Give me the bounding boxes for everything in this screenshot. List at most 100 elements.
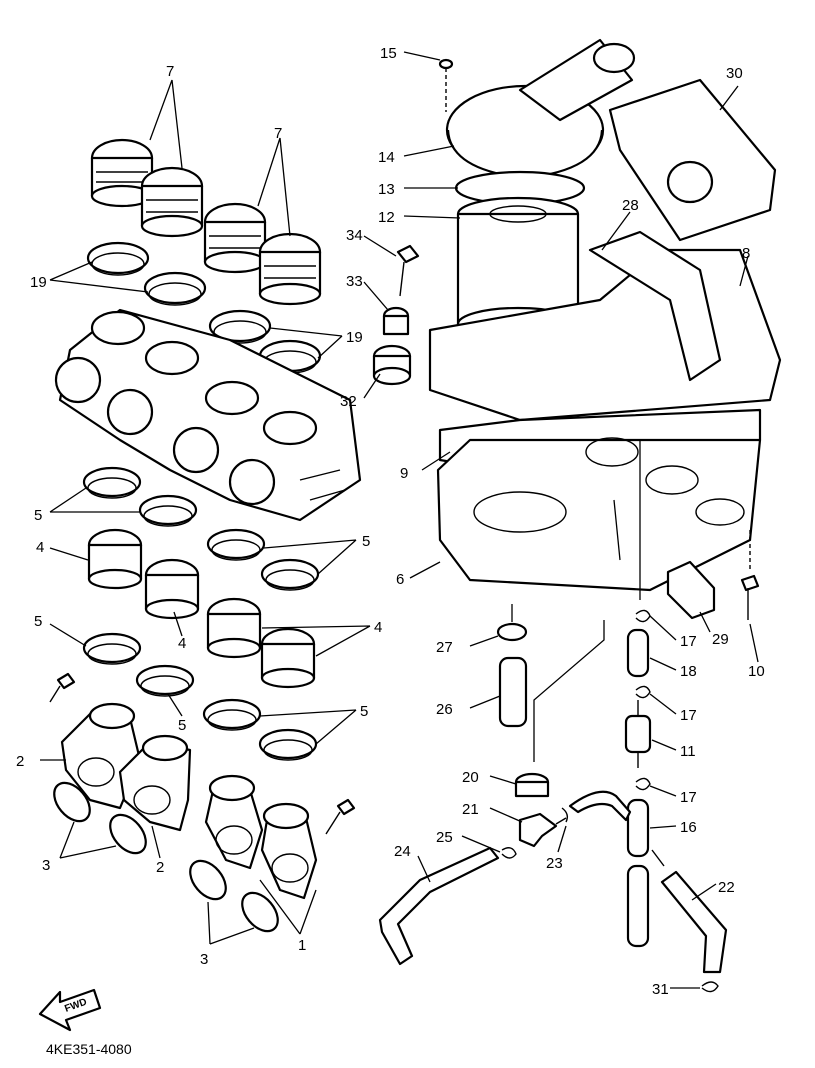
damper <box>666 560 716 620</box>
callout-9: 9 <box>400 465 408 482</box>
air-filter-cap <box>445 38 636 180</box>
callout-5: 5 <box>178 717 186 734</box>
callout-34: 34 <box>346 227 363 244</box>
callout-2: 2 <box>156 859 164 876</box>
callout-4: 4 <box>36 539 44 556</box>
callout-2: 2 <box>16 753 24 770</box>
callout-5: 5 <box>362 533 370 550</box>
carburetor-joint <box>144 558 200 620</box>
callout-12: 12 <box>378 209 395 226</box>
carburetor-joint <box>87 528 143 590</box>
callout-3: 3 <box>42 857 50 874</box>
callout-10: 10 <box>748 663 765 680</box>
callout-33: 33 <box>346 273 363 290</box>
callout-3: 3 <box>200 951 208 968</box>
hose <box>626 628 650 678</box>
callout-13: 13 <box>378 181 395 198</box>
carburetor-joint <box>260 627 316 689</box>
intake-manifold <box>60 702 142 810</box>
callout-1: 1 <box>298 937 306 954</box>
hose-clamp <box>258 728 318 761</box>
clip <box>496 622 528 642</box>
clip <box>501 847 517 859</box>
leader-lines <box>40 51 759 989</box>
callout-23: 23 <box>546 855 563 872</box>
callout-4: 4 <box>178 635 186 652</box>
plug <box>514 772 550 798</box>
clip <box>561 807 569 823</box>
callout-20: 20 <box>462 769 479 786</box>
callout-4: 4 <box>374 619 382 636</box>
hose-clamp <box>260 558 320 591</box>
intake-boot <box>90 138 154 208</box>
intake-boot <box>203 202 267 274</box>
duct-cover <box>608 78 777 242</box>
collar <box>382 306 410 336</box>
callout-28: 28 <box>622 197 639 214</box>
callout-27: 27 <box>436 639 453 656</box>
tube <box>498 656 528 728</box>
gasket <box>53 781 91 823</box>
callout-24: 24 <box>394 843 411 860</box>
hose-clamp <box>82 632 142 665</box>
callout-6: 6 <box>396 571 404 588</box>
callout-17: 17 <box>680 789 697 806</box>
diagram-code: 4KE351-4080 <box>46 1041 132 1057</box>
grommet <box>372 344 412 386</box>
tee-joint <box>518 812 567 848</box>
air-filter-element <box>456 196 580 342</box>
callout-7: 7 <box>166 63 174 80</box>
bolt <box>396 244 420 297</box>
forward-arrow-icon: FWD <box>38 988 102 1032</box>
callout-22: 22 <box>718 879 735 896</box>
hose-clamp <box>138 494 198 527</box>
hose-clamp <box>82 466 142 499</box>
screw <box>740 530 760 620</box>
callout-7: 7 <box>274 125 282 142</box>
callout-18: 18 <box>680 663 697 680</box>
callout-14: 14 <box>378 149 395 166</box>
hose <box>568 790 632 822</box>
gasket <box>189 859 227 901</box>
hose <box>626 864 650 948</box>
callout-26: 26 <box>436 701 453 718</box>
screw <box>49 672 76 703</box>
callout-25: 25 <box>436 829 453 846</box>
callout-5: 5 <box>34 613 42 630</box>
hose-clamp <box>135 664 195 697</box>
air-filter-case-lower <box>436 437 762 592</box>
callout-30: 30 <box>726 65 743 82</box>
callout-32: 32 <box>340 393 357 410</box>
hose <box>660 870 728 974</box>
clip <box>635 777 651 791</box>
air-filter-case-upper <box>428 230 782 422</box>
callout-19: 19 <box>346 329 363 346</box>
gasket <box>241 891 279 933</box>
callout-16: 16 <box>680 819 697 836</box>
callout-19: 19 <box>30 274 47 291</box>
intake-manifold <box>204 774 264 870</box>
callout-31: 31 <box>652 981 669 998</box>
hose-clamp <box>202 698 262 731</box>
callout-11: 11 <box>680 743 696 760</box>
hose-clamp <box>208 309 272 344</box>
callout-labels: 7 7 19 19 5 5 4 4 4 5 5 5 2 2 3 3 1 15 1… <box>16 45 765 998</box>
callout-21: 21 <box>462 801 479 818</box>
callout-29: 29 <box>712 631 729 648</box>
clip <box>635 685 651 699</box>
intake-manifold <box>260 802 318 900</box>
screw <box>325 798 356 835</box>
carburetor-joint <box>206 597 262 659</box>
callout-17: 17 <box>680 633 697 650</box>
bolt <box>438 58 454 112</box>
callout-15: 15 <box>380 45 397 62</box>
callout-5: 5 <box>360 703 368 720</box>
hose-clamp <box>86 241 150 276</box>
hose-clamp <box>206 528 266 561</box>
clip <box>635 609 651 623</box>
hose-clamp <box>143 271 207 306</box>
intake-boot <box>258 232 322 306</box>
callout-5: 5 <box>34 507 42 524</box>
intake-boot <box>140 166 204 238</box>
